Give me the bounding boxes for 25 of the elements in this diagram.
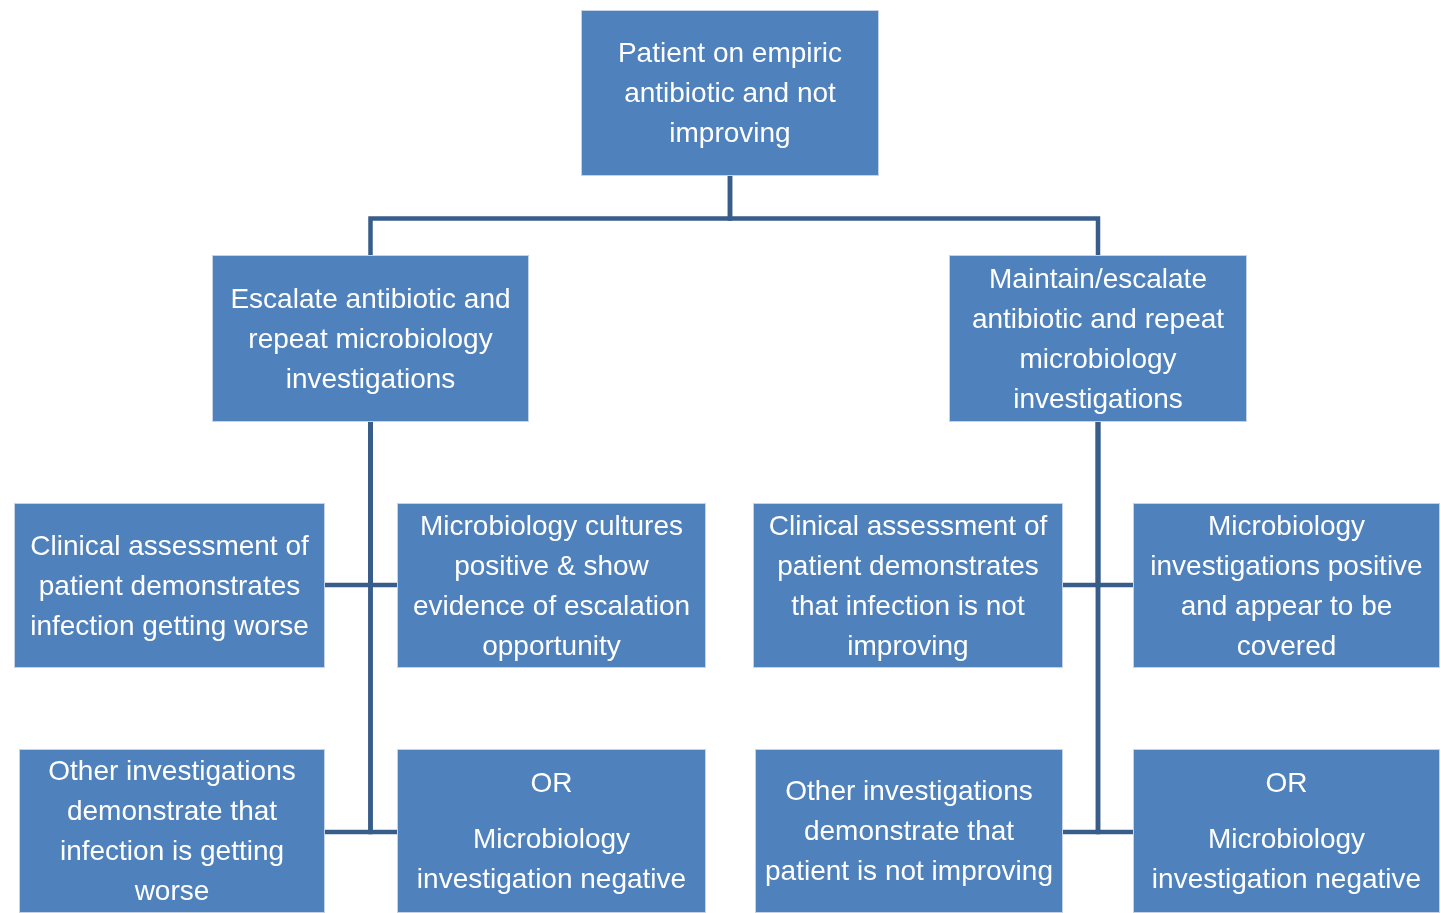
box-text: Other investigations demonstrate that patient is not improving xyxy=(764,774,1054,888)
box-text: Escalate antibiotic and repeat microbiology investigations xyxy=(229,281,512,396)
process-box xyxy=(581,10,879,176)
box-text: OR xyxy=(1265,766,1308,800)
box-text: Microbiology investigation negative xyxy=(1150,822,1423,896)
box-text: Maintain/escalate antibiotic and repeat microbiology investigations xyxy=(970,261,1226,416)
box-text: OR xyxy=(530,766,573,800)
box-text: Clinical assessment of patient demonstrates that infection is not improving xyxy=(767,508,1049,663)
connector-line xyxy=(1095,422,1133,835)
connector-line xyxy=(368,422,397,835)
box-text: Other investigations demonstrate that infection is getting worse xyxy=(47,754,297,908)
process-box xyxy=(14,503,325,668)
box-text: Patient on empiric antibiotic and not improving xyxy=(616,36,844,150)
box-text: Microbiology cultures positive & show evidence of escalation opportunity xyxy=(411,508,692,663)
box-text: Clinical assessment of patient demonstrates infection getting worse xyxy=(29,528,310,643)
process-box xyxy=(1133,503,1440,668)
process-box xyxy=(397,749,706,913)
process-box xyxy=(755,749,1063,913)
box-text: Microbiology investigations positive and appear to be covered xyxy=(1149,508,1424,663)
process-box xyxy=(1133,749,1440,913)
box-text: Microbiology investigation negative xyxy=(415,822,688,896)
process-box xyxy=(212,255,529,422)
process-box xyxy=(19,749,325,913)
process-box xyxy=(949,255,1247,422)
connector-line xyxy=(727,176,1101,255)
